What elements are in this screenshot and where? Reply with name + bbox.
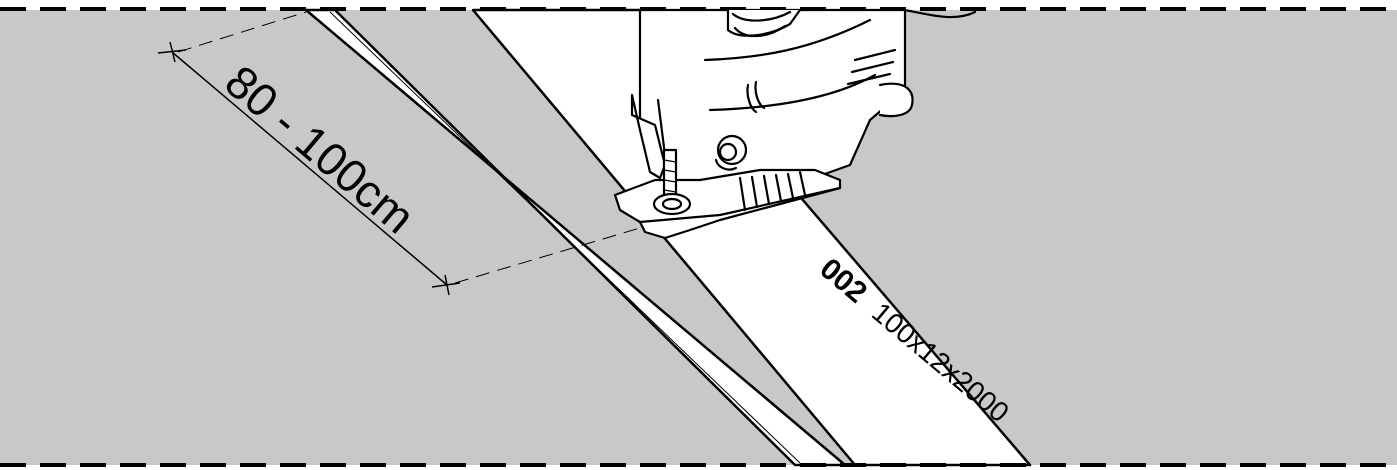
board-edge-line — [329, 11, 801, 464]
jigsaw-icon — [613, 8, 977, 240]
dimension-line — [157, 11, 651, 296]
